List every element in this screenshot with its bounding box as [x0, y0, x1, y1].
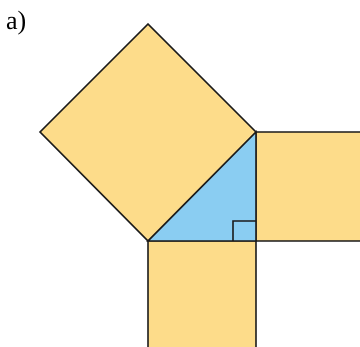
leg-square-bottom — [147, 240, 257, 347]
panel-label: a) — [6, 6, 27, 35]
right-angle-marker — [232, 220, 256, 241]
right-triangle — [146, 130, 257, 242]
leg-square-right — [255, 131, 360, 242]
